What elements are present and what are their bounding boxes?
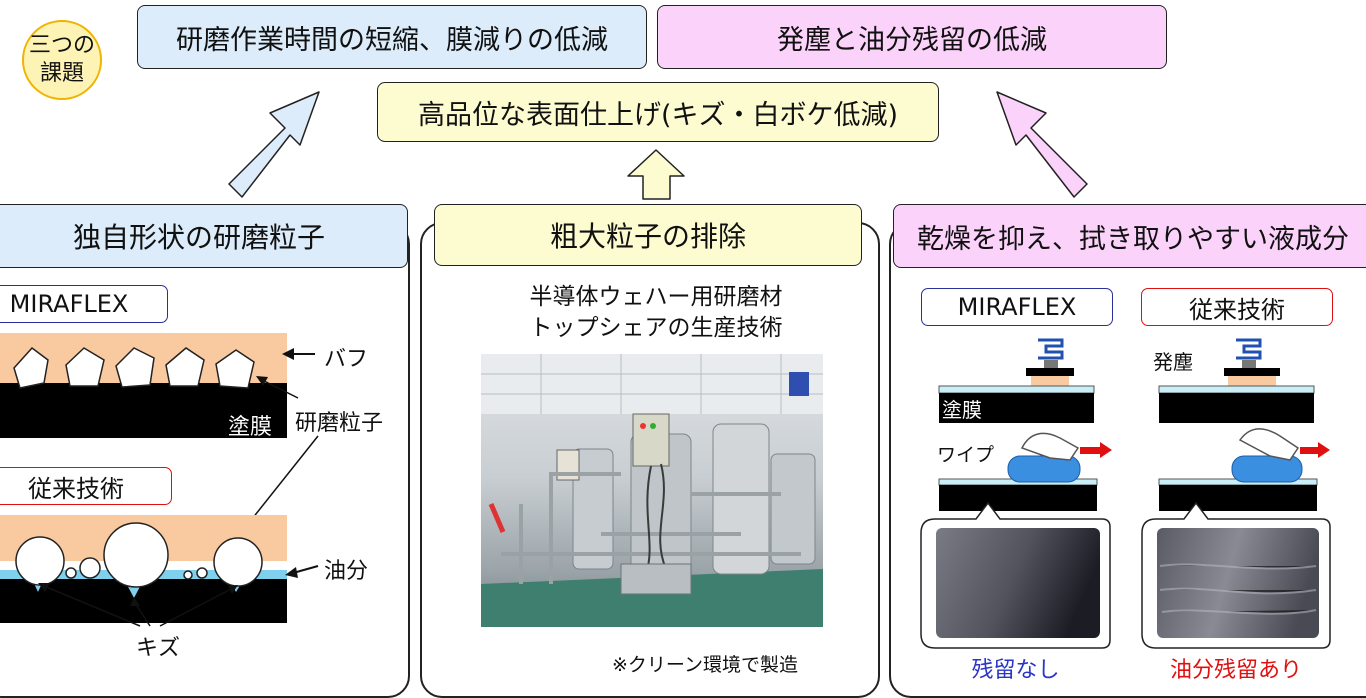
pentagon-particle bbox=[165, 347, 205, 387]
center-caption-line1: 半導体ウェハー用研磨材 bbox=[529, 284, 783, 310]
pentagon-particle bbox=[13, 346, 49, 389]
center-note: ※クリーン環境で製造 bbox=[612, 654, 798, 676]
scratch-pointer-head-icon bbox=[228, 585, 238, 594]
round-particle-large bbox=[103, 522, 169, 588]
label-film-right: 塗膜 bbox=[942, 398, 982, 422]
particle-pointer-line bbox=[261, 379, 299, 399]
particle-pointer-head-icon bbox=[256, 376, 268, 386]
goal-center-box: 高品位な表面仕上げ(キズ・白ボケ低減) bbox=[377, 82, 939, 142]
residue-streaks bbox=[1159, 563, 1317, 615]
right-tag-miraflex: MIRAFLEX bbox=[921, 288, 1113, 326]
label-scratch: キズ bbox=[136, 636, 181, 661]
hand-icon bbox=[1238, 428, 1300, 461]
panel-left-title: 独自形状の研磨粒子 bbox=[0, 204, 408, 268]
surface-image-new bbox=[936, 528, 1100, 638]
factory-photo-drawing bbox=[481, 354, 823, 627]
round-particles bbox=[15, 522, 263, 588]
label-dust: 発塵 bbox=[1153, 350, 1193, 374]
particle-pointer-line-2 bbox=[247, 435, 319, 525]
goal-left-box: 研磨作業時間の短縮、膜減りの低減 bbox=[137, 5, 647, 69]
left-tag-conventional: 従来技術 bbox=[0, 467, 172, 505]
panel-right-title: 乾燥を抑え、拭き取りやすい液成分 bbox=[893, 204, 1366, 268]
buff-pointer-head-icon bbox=[282, 348, 294, 360]
scratch-pointer-head-icon bbox=[130, 597, 140, 606]
coating-layer-top bbox=[0, 383, 287, 438]
coat-film-new bbox=[938, 385, 1095, 394]
label-wipe: ワイプ bbox=[937, 444, 995, 466]
pentagon-particle bbox=[215, 349, 255, 389]
label-particle: 研磨粒子 bbox=[295, 411, 384, 436]
round-particle-small bbox=[196, 567, 208, 579]
round-particle-small bbox=[79, 557, 101, 579]
goal-right-box: 発塵と油分残留の低減 bbox=[657, 5, 1167, 69]
factory-photo bbox=[481, 354, 823, 627]
wipe-black-new bbox=[939, 485, 1097, 511]
scratch-pointers bbox=[43, 585, 234, 627]
polisher-icon bbox=[1224, 338, 1280, 386]
coat-film-old bbox=[1158, 385, 1315, 394]
center-caption-line2: トップシェアの生産技術 bbox=[529, 315, 783, 341]
pentagon-particle bbox=[115, 347, 155, 388]
polisher-icon bbox=[1026, 338, 1074, 386]
pentagon-particles bbox=[13, 346, 255, 389]
arrow-up-icon bbox=[627, 149, 685, 200]
oil-pointer-head-icon bbox=[285, 567, 298, 578]
red-arrow-icon bbox=[1080, 442, 1112, 458]
label-oil: 油分 bbox=[324, 559, 369, 584]
wipe-black-old bbox=[1159, 485, 1317, 511]
red-arrow-icon bbox=[1300, 442, 1330, 458]
left-tag-miraflex: MIRAFLEX bbox=[0, 285, 168, 323]
label-film-left: 塗膜 bbox=[228, 415, 273, 440]
result-old: 油分残留あり bbox=[1169, 658, 1302, 683]
right-tag-conventional: 従来技術 bbox=[1141, 288, 1333, 326]
surface-image-old bbox=[1157, 528, 1319, 638]
scratch-pointer-head-icon bbox=[38, 583, 50, 592]
round-particle-small bbox=[65, 567, 77, 579]
hand-icon bbox=[1020, 432, 1080, 461]
oil-pointer-line bbox=[292, 565, 319, 574]
panel-center-title: 粗大粒子の排除 bbox=[434, 204, 862, 266]
label-buff: バフ bbox=[324, 347, 369, 372]
coat-black-old bbox=[1159, 393, 1314, 423]
coat-black-new bbox=[939, 393, 1094, 423]
arrow-up-right-icon bbox=[228, 91, 320, 198]
round-particle-small bbox=[183, 570, 193, 580]
arrow-up-left-icon bbox=[996, 91, 1088, 198]
result-new: 残留なし bbox=[971, 658, 1060, 683]
wipe-cloth-icon bbox=[1231, 455, 1303, 483]
round-particle bbox=[213, 537, 263, 587]
pentagon-particle bbox=[65, 347, 105, 387]
challenge-badge: 三つの 課題 bbox=[22, 20, 102, 100]
